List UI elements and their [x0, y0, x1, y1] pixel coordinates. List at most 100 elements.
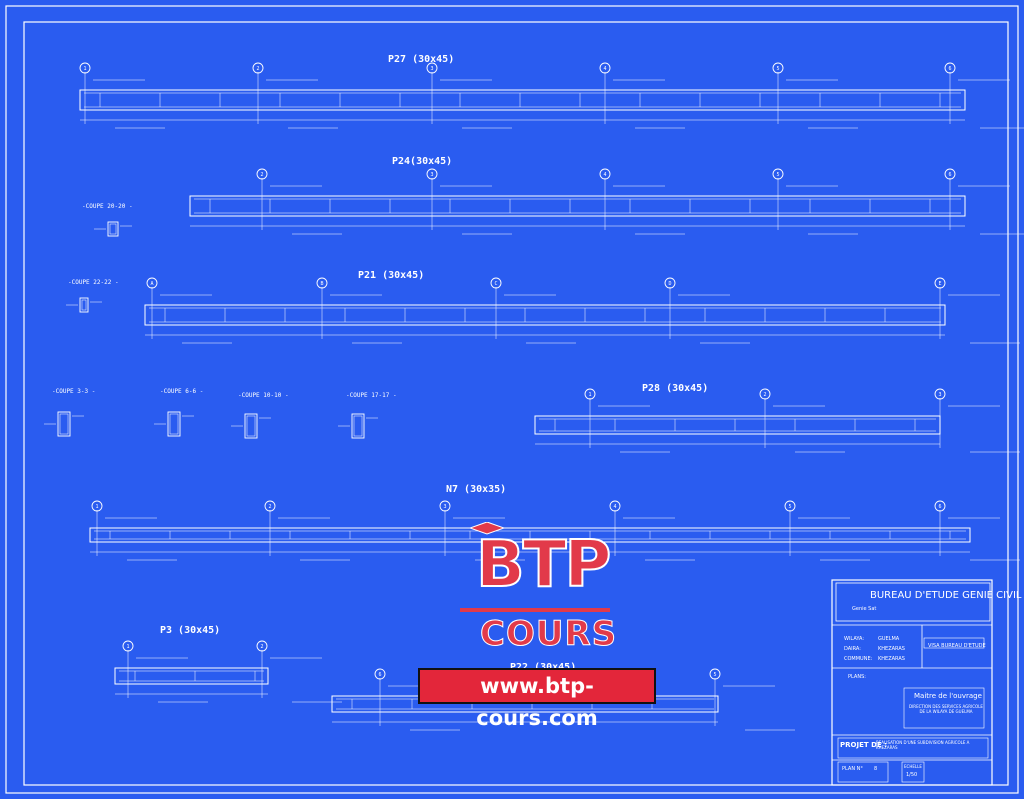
- beam-p27-axis-bubble: [944, 62, 956, 74]
- beam-p28-axis-label: 3: [938, 392, 941, 398]
- plan-number-box: [837, 761, 889, 783]
- beam-title-p28: P28 (30x45): [642, 383, 709, 394]
- project-box: [837, 737, 989, 759]
- logo-cours-text: COURS: [479, 614, 618, 655]
- beam-n7-axis-bubble: [91, 500, 103, 512]
- beam-title-p24: P24(30x45): [392, 156, 453, 167]
- section-detail-20-20-outline: [107, 221, 119, 237]
- section-detail-10-10-stirrup: [246, 415, 256, 437]
- scale-value: 1/50: [906, 772, 918, 778]
- beam-p28-axis-bubble: [584, 388, 596, 400]
- beam-p24-axis-bubble: [256, 168, 268, 180]
- beam-p24-axis-label: 2: [260, 172, 263, 178]
- beam-title-p3: P3 (30x45): [160, 625, 221, 636]
- beam-p3-axis-label: 2: [260, 644, 263, 650]
- beam-p27-axis-bubble: [252, 62, 264, 74]
- section-detail-22-22-stirrup: [81, 299, 87, 311]
- beam-p28-axis-bubble: [759, 388, 771, 400]
- section-title-20-20: -COUPE 20-20 -: [82, 203, 133, 210]
- wilaya-value: GUELMA: [878, 636, 900, 642]
- beam-p21-axis-label: D: [668, 281, 671, 287]
- section-title-22-22: -COUPE 22-22 -: [68, 279, 119, 286]
- logo-divider: [460, 608, 610, 612]
- beam-n7-axis-bubble: [784, 500, 796, 512]
- beam-p21-axis-bubble: [934, 277, 946, 289]
- beam-p27-axis-label: 3: [430, 66, 433, 72]
- daira-value: KHEZARAS: [878, 646, 905, 652]
- beam-p22-axis-label: 6: [378, 672, 381, 678]
- beam-p21-axis-bubble: [316, 277, 328, 289]
- sheet-outer-border: [5, 5, 1019, 794]
- beam-n7-axis-label: 1: [95, 504, 98, 510]
- title-block-office: BUREAU D'ETUDE GENIE CIVIL: [870, 590, 1022, 601]
- section-title-3-3: -COUPE 3-3 -: [52, 388, 96, 395]
- sheet-inner-border: [23, 21, 1009, 786]
- beam-p3-outline: [114, 667, 269, 685]
- beam-n7-outline: [89, 527, 971, 543]
- beam-p22-axis-bubble: [709, 668, 721, 680]
- scale-label: ECHELLE: [904, 764, 922, 769]
- scale-box: [901, 761, 925, 783]
- beam-title-p22: P22 (30x45): [510, 662, 576, 673]
- commune-label: COMMUNE:: [844, 656, 873, 662]
- beam-p27-axis-label: 6: [948, 66, 951, 72]
- visa-box: [923, 637, 985, 649]
- beam-p21-axis-label: A: [150, 281, 153, 287]
- commune-value: KHEZARAS: [878, 656, 905, 662]
- beam-p24-axis-label: 4: [603, 172, 606, 178]
- beam-p24-axis-label: 3: [430, 172, 433, 178]
- beam-p21-outline: [144, 304, 946, 326]
- beam-title-p21: P21 (30x45): [358, 270, 425, 281]
- section-title-6-6: -COUPE 6-6 -: [160, 388, 204, 395]
- owner-box: [903, 687, 985, 729]
- beam-p21-axis-bubble: [490, 277, 502, 289]
- section-detail-17-17-stirrup: [353, 415, 363, 437]
- project-value: REALISATION D'UNE SUBDIVISION AGRICOLE A…: [876, 740, 970, 750]
- beam-p3-axis-bubble: [122, 640, 134, 652]
- section-detail-6-6-stirrup: [169, 413, 179, 435]
- beam-p21-axis-bubble: [146, 277, 158, 289]
- beam-n7-axis-label: 4: [613, 504, 616, 510]
- beam-p27-axis-bubble: [772, 62, 784, 74]
- beam-p24-axis-bubble: [599, 168, 611, 180]
- section-title-17-17: -COUPE 17-17 -: [346, 392, 397, 399]
- section-detail-22-22-outline: [79, 297, 89, 313]
- project-label: PROJET DE :: [840, 741, 887, 749]
- beam-p21-axis-label: B: [320, 281, 323, 287]
- beam-p3-axis-label: 1: [126, 644, 129, 650]
- beam-p24-axis-label: 5: [776, 172, 779, 178]
- beam-n7-axis-label: 5: [788, 504, 791, 510]
- btp-cours-watermark: BTP COURS www.btp-cours.com: [418, 522, 658, 730]
- title-block-frame: [831, 579, 993, 786]
- beam-n7-axis-label: 3: [443, 504, 446, 510]
- logo-btp-text: BTP: [475, 527, 612, 603]
- beam-p21-axis-label: C: [494, 281, 497, 287]
- beam-p24-axis-label: 6: [948, 172, 951, 178]
- section-detail-20-20-stirrup: [109, 223, 117, 235]
- section-detail-6-6-outline: [167, 411, 181, 437]
- beam-n7-axis-bubble: [609, 500, 621, 512]
- beam-p27-axis-label: 1: [83, 66, 86, 72]
- beam-n7-axis-bubble: [264, 500, 276, 512]
- logo-url-banner[interactable]: www.btp-cours.com: [418, 668, 656, 730]
- beam-p21-axis-label: E: [938, 281, 941, 287]
- beam-n7-axis-bubble: [934, 500, 946, 512]
- wilaya-label: WILAYA:: [844, 636, 865, 642]
- owner-value: DIRECTION DES SERVICES AGRICOLE DE LA WI…: [909, 704, 983, 714]
- beam-title-p27: P27 (30x45): [388, 54, 455, 65]
- beam-p28-axis-label: 2: [763, 392, 766, 398]
- beam-p27-axis-bubble: [426, 62, 438, 74]
- beam-p27-axis-label: 4: [603, 66, 606, 72]
- beam-p28-axis-label: 1: [588, 392, 591, 398]
- plan-number-value: 8: [874, 766, 878, 772]
- beam-p24-axis-bubble: [944, 168, 956, 180]
- beam-p27-axis-bubble: [79, 62, 91, 74]
- beam-p24-outline: [189, 195, 966, 217]
- beam-p22-axis-bubble: [374, 668, 386, 680]
- title-block-logo-box: [835, 582, 991, 622]
- section-detail-3-3-stirrup: [59, 413, 69, 435]
- beam-title-n7: N7 (30x35): [446, 484, 507, 495]
- section-detail-3-3-outline: [57, 411, 71, 437]
- daira-label: DAIRA:: [844, 646, 861, 652]
